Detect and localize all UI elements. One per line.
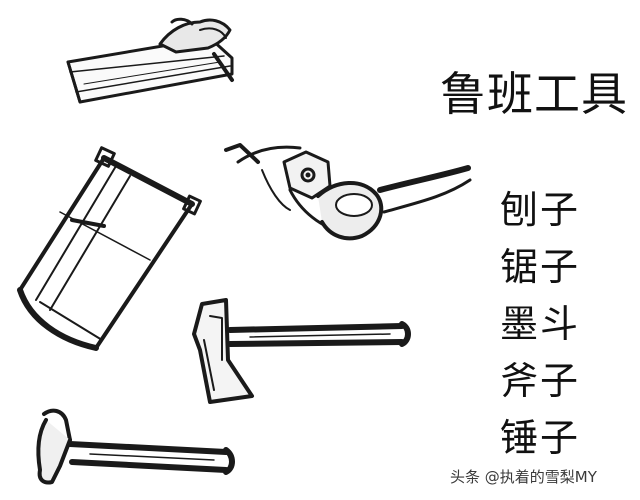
page-title: 鲁班工具 (440, 67, 628, 121)
tool-name-plane: 刨子 (500, 188, 581, 232)
tool-name-hammer: 锤子 (500, 416, 581, 460)
tool-name-saw: 锯子 (500, 245, 581, 289)
tool-name-axe: 斧子 (500, 359, 581, 403)
tool-name-ink-marker: 墨斗 (500, 302, 581, 346)
hammer-icon (36, 408, 235, 485)
tool-name-list: 刨子 锯子 墨斗 斧子 锤子 (500, 182, 580, 467)
plane-icon (66, 17, 234, 104)
watermark: 头条 @执着的雪梨MY (450, 468, 597, 486)
ink-marker-icon (224, 143, 472, 241)
saw-icon (17, 146, 202, 351)
axe-icon (192, 298, 411, 404)
